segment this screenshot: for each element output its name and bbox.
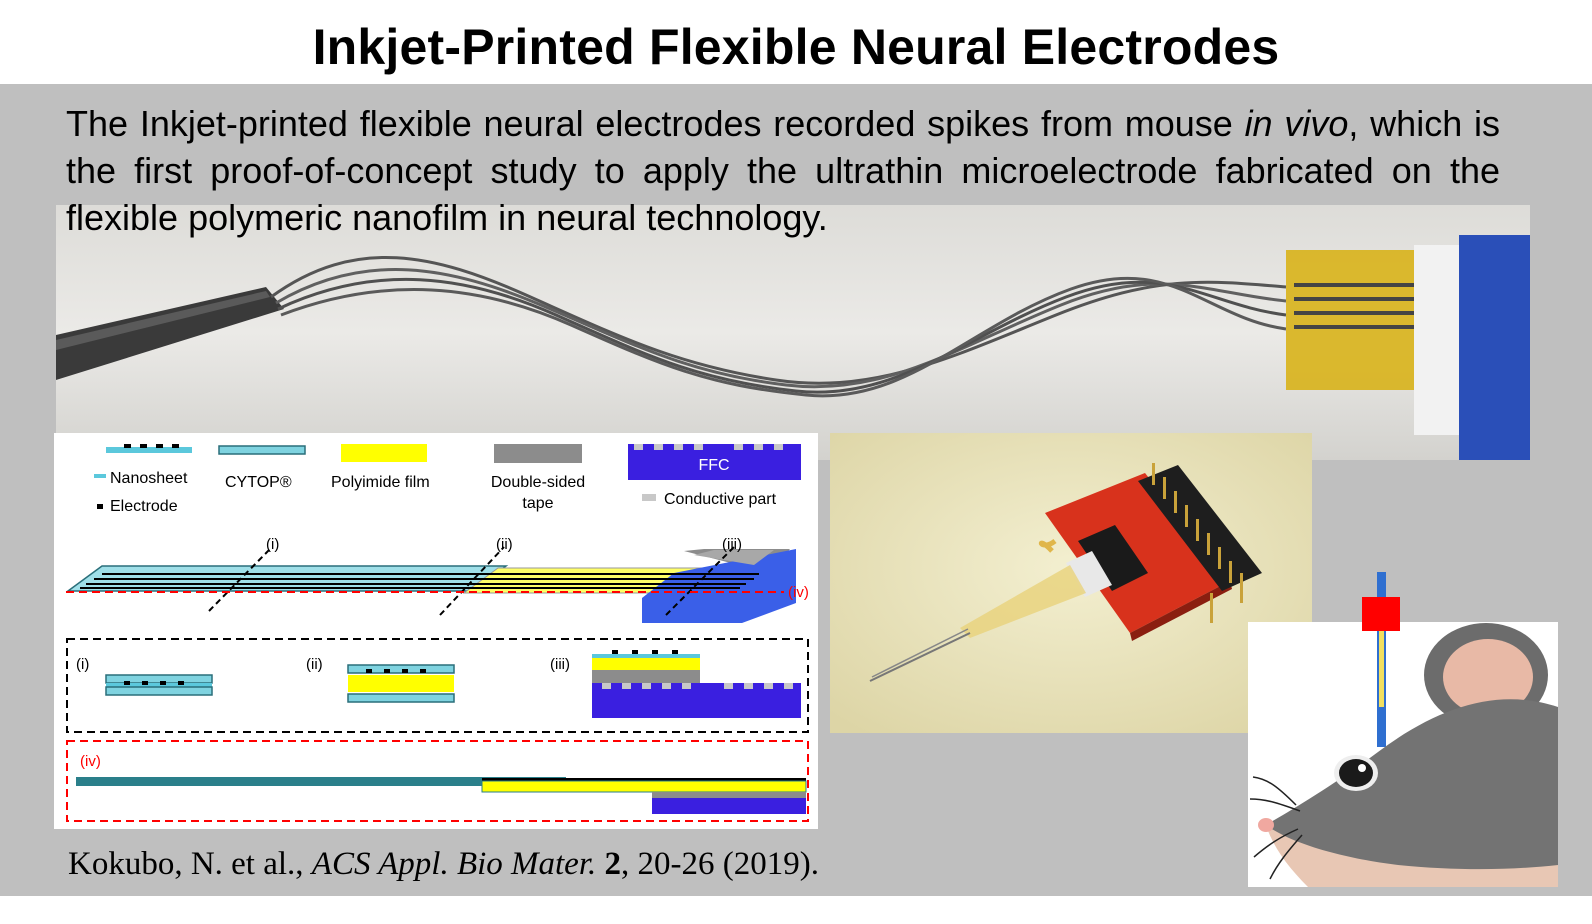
section-iii-label: (iii) — [550, 656, 570, 673]
citation-pages: , 20-26 (2019). — [621, 846, 819, 882]
section-iv-label: (iv) — [80, 753, 101, 770]
marker-ii: (ii) — [496, 536, 513, 553]
fabrication-diagram: Nanosheet Electrode CYTOP® Polyimide fil… — [54, 433, 818, 829]
pcb-connector-photo — [830, 433, 1312, 733]
legend-tape-swatch — [494, 444, 582, 463]
electrode-photo — [56, 205, 1530, 460]
legend-conductive-label: Conductive part — [664, 491, 777, 508]
summary-text-2: , which is the first proof-of-concept st… — [66, 103, 1500, 238]
mouse-illustration — [1248, 567, 1558, 887]
legend-tape-label-2: tape — [522, 495, 553, 512]
summary-paragraph: The Inkjet-printed flexible neural elect… — [66, 100, 1500, 241]
section-ii-label: (ii) — [306, 656, 323, 673]
legend-polyimide-swatch — [341, 444, 427, 462]
legend-electrode-label: Electrode — [110, 498, 178, 515]
legend-cytop-swatch — [218, 445, 306, 455]
legend-nanosheet-label: Nanosheet — [110, 470, 188, 487]
summary-italic: in vivo — [1244, 103, 1349, 144]
marker-i: (i) — [266, 536, 279, 553]
slide-title: Inkjet-Printed Flexible Neural Electrode… — [312, 19, 1280, 75]
legend-tape-label-1: Double-sided — [491, 474, 585, 491]
marker-iv: (iv) — [788, 584, 809, 601]
legend-cytop-label: CYTOP® — [225, 474, 292, 491]
citation: Kokubo, N. et al., ACS Appl. Bio Mater. … — [68, 846, 819, 883]
probe-headstage-icon — [1362, 597, 1400, 631]
citation-volume: 2 — [604, 846, 622, 882]
marker-iii: (iii) — [722, 536, 742, 553]
citation-authors: Kokubo, N. et al., — [68, 846, 312, 882]
section-i-label: (i) — [76, 656, 89, 673]
summary-text-1: The Inkjet-printed flexible neural elect… — [66, 103, 1245, 144]
legend-ffc-label: FFC — [698, 457, 729, 474]
legend-nanosheet-swatch — [106, 447, 192, 453]
citation-journal: ACS Appl. Bio Mater. — [311, 846, 597, 882]
legend-polyimide-label: Polyimide film — [331, 474, 430, 491]
